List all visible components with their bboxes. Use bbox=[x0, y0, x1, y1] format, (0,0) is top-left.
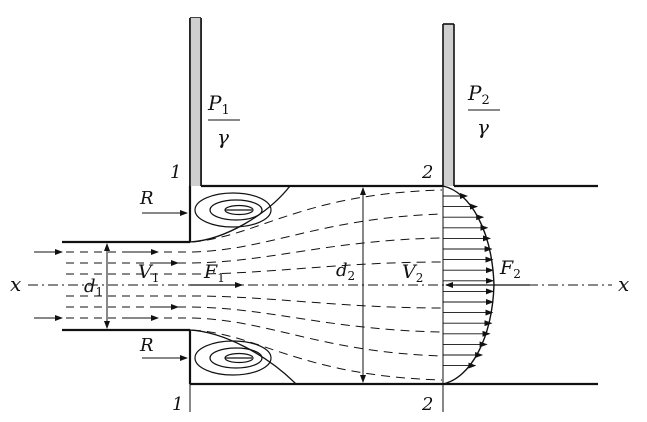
inlet-velocity-arrows bbox=[34, 249, 179, 321]
d1-label: d1 bbox=[84, 276, 103, 299]
section-1-top-label: 1 bbox=[170, 162, 181, 183]
x-axis-right-label: x bbox=[618, 272, 629, 296]
p2-gamma: γ bbox=[477, 115, 489, 139]
eddy-bottom bbox=[194, 340, 272, 376]
section-lines bbox=[189, 186, 444, 412]
inlet-streamlines bbox=[66, 251, 188, 319]
section-2-top-label: 2 bbox=[421, 162, 433, 183]
f2-label: F2 bbox=[499, 257, 521, 281]
x-axis-left-label: x bbox=[10, 272, 21, 296]
p1-gamma: γ bbox=[217, 125, 229, 149]
p2-label: P2 bbox=[467, 81, 490, 108]
piezometer-tube-2 bbox=[442, 23, 455, 186]
section-1-bottom-label: 1 bbox=[172, 394, 183, 415]
outlet-velocity-profile bbox=[442, 185, 495, 385]
piezometer-tube-1 bbox=[189, 17, 202, 186]
pipe-walls bbox=[62, 184, 598, 386]
v1-label: V1 bbox=[138, 261, 159, 285]
outlet-velocity-arrows bbox=[443, 193, 494, 369]
v2-label: V2 bbox=[402, 261, 423, 285]
f1-label: F1 bbox=[203, 261, 225, 285]
eddy-top bbox=[194, 192, 272, 228]
d2-label: d2 bbox=[336, 260, 355, 283]
r-top-label: R bbox=[139, 188, 154, 209]
separation-boundaries bbox=[189, 185, 297, 385]
p1-label: P1 bbox=[207, 91, 230, 118]
expansion-streamlines bbox=[191, 189, 443, 381]
section-2-bottom-label: 2 bbox=[421, 394, 433, 415]
r-bottom-label: R bbox=[139, 335, 154, 356]
